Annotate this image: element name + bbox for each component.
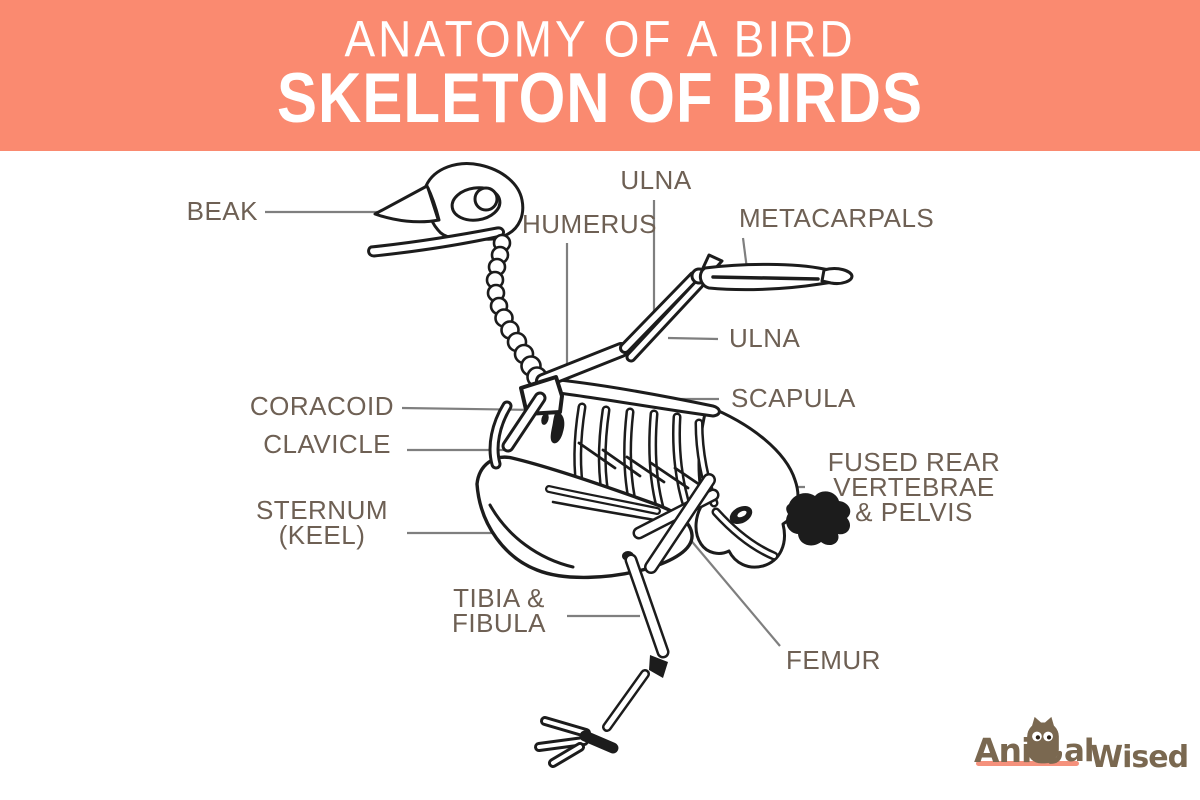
logo-text-ani: Ani	[974, 731, 1032, 770]
label-fused-line1: FUSED REAR VERTEBRAE	[827, 447, 1001, 502]
toe	[534, 736, 589, 752]
radius-bone	[619, 271, 700, 354]
label-ulna-top: ULNA	[620, 165, 692, 195]
lower-jaw	[367, 226, 506, 258]
tibia-fibula-bone	[624, 553, 670, 659]
hind-toe-dark	[579, 730, 619, 754]
metacarpal-slit	[711, 275, 820, 281]
label-humerus: HUMERUS	[522, 209, 657, 239]
sternum-keel-drawing	[475, 455, 694, 580]
pointer-line-ulna-side	[667, 336, 719, 341]
label-tibia-line2: FIBULA	[451, 608, 547, 638]
pointer-line-femur	[677, 524, 781, 647]
shoulder-mark-dot	[541, 413, 549, 425]
header-title: SKELETON OF BIRDS	[277, 58, 923, 138]
beak-base-line	[426, 186, 440, 221]
coracoid-bone	[501, 391, 547, 453]
label-tibia-line1: TIBIA &	[453, 583, 545, 613]
header-banner: ANATOMY OF A BIRD SKELETON OF BIRDS	[0, 0, 1200, 151]
neck-vertebrae	[485, 233, 548, 388]
femur-bone	[644, 473, 716, 574]
sternal-plate-bone	[545, 485, 661, 515]
label-beak: BEAK	[186, 196, 258, 226]
logo-text-al: al	[1064, 733, 1095, 769]
ischium-bone	[711, 507, 779, 561]
pointer-line-coracoid	[401, 406, 539, 412]
header-supertitle: ANATOMY OF A BIRD	[344, 10, 856, 68]
shoulder-girdle-drawing	[488, 375, 565, 470]
label-tibia-fibula: TIBIA & FIBULA	[425, 583, 573, 638]
logo-text-wised: Wised	[1090, 740, 1189, 775]
tarsometatarsus-bone	[602, 669, 650, 732]
label-fused-line2: & PELVIS	[855, 497, 973, 527]
skull-drawing	[367, 162, 525, 258]
toe	[540, 716, 591, 738]
rib	[672, 412, 693, 515]
animalwised-logo: Ani al Wised	[972, 710, 1189, 785]
keel-ridge-line	[488, 503, 575, 569]
ankle-joint-mark	[649, 655, 668, 678]
ulna-bone	[625, 278, 705, 363]
cat-icon	[1027, 716, 1062, 764]
toe	[548, 742, 585, 768]
label-scapula: SCAPULA	[731, 383, 856, 413]
label-sternum-line1: STERNUM	[255, 495, 389, 525]
label-metacarpals: METACARPALS	[739, 203, 935, 233]
label-ulna-side: ULNA	[729, 323, 801, 353]
leg-bones-drawing	[534, 473, 720, 768]
logo-underline	[976, 761, 1079, 766]
sternal-plate-line	[551, 500, 657, 522]
rib	[648, 409, 666, 516]
label-femur: FEMUR	[786, 645, 881, 675]
pelvis-and-tail-drawing	[694, 404, 851, 569]
label-sternum-line2: (KEEL)	[278, 520, 366, 550]
eye-socket	[473, 186, 499, 212]
label-fused-rear-vertebrae-pelvis: FUSED REAR VERTEBRAE & PELVIS	[758, 447, 1070, 527]
label-sternum-keel: STERNUM (KEEL)	[248, 495, 396, 550]
clavicle-bone	[488, 400, 513, 470]
uncinate-processes	[577, 441, 708, 491]
wing-finger-tip	[820, 267, 854, 285]
shoulder-mark-comma	[550, 411, 565, 444]
label-coracoid: CORACOID	[249, 391, 394, 421]
pygostyle-tail	[786, 491, 851, 546]
foot-toes	[534, 716, 619, 768]
label-clavicle: CLAVICLE	[263, 429, 391, 459]
hip-socket-hole	[737, 510, 747, 518]
